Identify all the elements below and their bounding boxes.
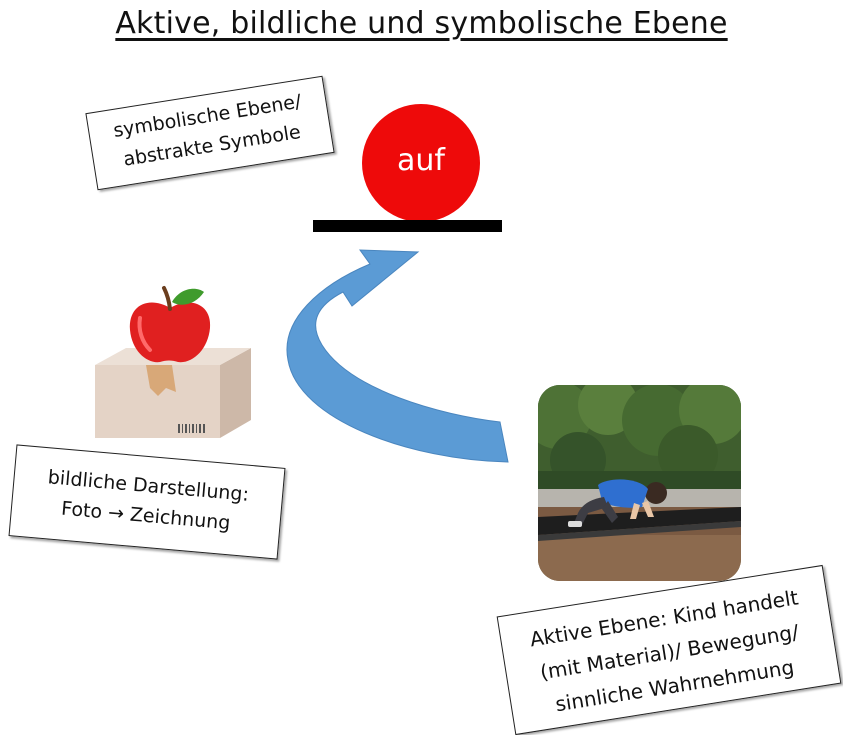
- red-ball-symbol: auf: [362, 104, 480, 222]
- symbol-word: auf: [397, 142, 445, 178]
- surface-bar: [313, 220, 502, 232]
- page-title: Aktive, bildliche und symbolische Ebene: [115, 6, 728, 41]
- curved-arrow-shape: [286, 249, 509, 463]
- child-playing-photo: [538, 385, 741, 581]
- barcode-icon: [178, 424, 205, 433]
